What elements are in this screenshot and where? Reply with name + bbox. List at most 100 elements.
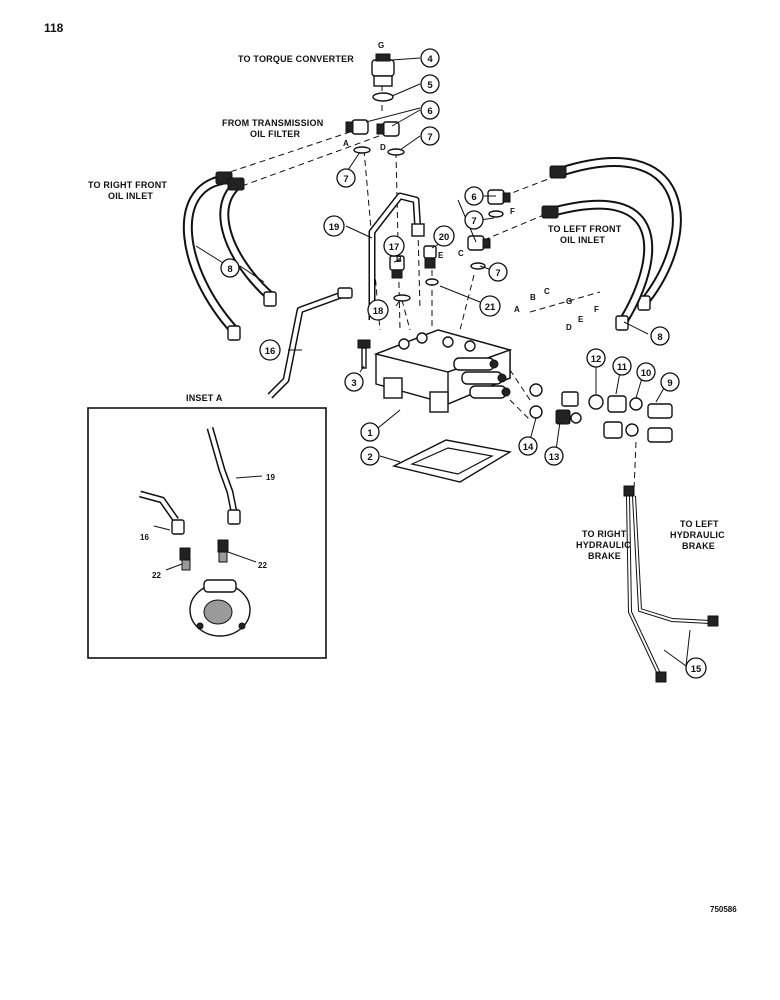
svg-text:7: 7 [427,132,432,143]
callout-15: 15 [685,657,707,679]
callout-21: 21 [479,295,501,317]
svg-text:2: 2 [367,452,372,463]
svg-text:6: 6 [471,192,476,203]
callout-6-right: 6 [464,186,484,206]
brake-fittings [529,383,673,443]
upper-right-hose [549,157,682,311]
svg-text:4: 4 [427,54,433,65]
svg-text:18: 18 [373,306,384,317]
svg-text:D: D [566,323,572,332]
callout-4: 4 [420,48,440,68]
label-to-right-front: TO RIGHT FRONT [88,180,167,190]
label-from-transmission: FROM TRANSMISSION [222,118,323,128]
callout-9: 9 [660,372,680,392]
callout-17: 17 [383,235,405,257]
svg-text:7: 7 [471,216,476,227]
callout-10: 10 [636,362,656,382]
svg-text:17: 17 [389,242,400,253]
svg-text:C: C [544,287,550,296]
svg-text:13: 13 [549,452,560,463]
port-letter-f: F [510,207,515,216]
svg-text:A: A [514,305,520,314]
left-front-hose [541,199,654,331]
label-brake-right: BRAKE [588,551,621,561]
svg-text:7: 7 [343,174,348,185]
right-front-hose [182,171,241,341]
inset-a: INSET A 19 16 22 22 [87,393,327,659]
torque-converter-elbow [371,53,395,87]
port-letter-b: B [396,255,402,264]
inset-label-22-right: 22 [258,561,267,570]
svg-text:G: G [566,297,572,306]
label-to-left-front: TO LEFT FRONT [548,224,622,234]
tube-16 [267,287,353,399]
label-to-right: TO RIGHT [582,529,627,539]
inset-label-19: 19 [266,473,275,482]
callout-20: 20 [433,225,455,247]
inset-label-16: 16 [140,533,149,542]
fittings-17-20 [389,245,439,302]
second-left-hose [219,177,277,307]
right-elbows [467,189,511,270]
svg-text:12: 12 [591,354,602,365]
label-to-torque-converter: TO TORQUE CONVERTER [238,54,354,64]
svg-text:5: 5 [427,80,433,91]
callout-2: 2 [360,446,380,466]
port-letter-a: A [343,139,349,148]
label-oil-filter: OIL FILTER [250,129,300,139]
port-letter-g: G [378,41,384,50]
port-letter-c: C [458,249,464,258]
page-number: 118 [44,21,64,35]
tube-19 [368,192,425,320]
callout-7-top-left: 7 [336,168,356,188]
callout-6-top: 6 [420,100,440,120]
svg-text:6: 6 [427,106,432,117]
label-to-left: TO LEFT [680,519,719,529]
svg-text:9: 9 [667,378,672,389]
callout-16: 16 [259,339,281,361]
callout-18: 18 [367,299,389,321]
callout-7-top-right: 7 [420,126,440,146]
callout-1: 1 [360,422,380,442]
drawing-number: 750586 [710,905,737,914]
callout-14: 14 [518,436,538,456]
gasket [391,439,512,483]
svg-text:3: 3 [351,378,356,389]
callout-7-right-upper: 7 [464,210,484,230]
svg-text:E: E [578,315,584,324]
mounting-bolt [357,339,371,369]
svg-text:20: 20 [439,232,450,243]
valve-body [373,329,513,413]
label-brake-left: BRAKE [682,541,715,551]
callout-11: 11 [612,356,632,376]
callout-12: 12 [586,348,606,368]
label-hydraulic-right: HYDRAULIC [576,540,631,550]
filter-elbows [345,119,405,156]
svg-text:B: B [530,293,536,302]
label-hydraulic-left: HYDRAULIC [670,530,725,540]
svg-text:21: 21 [485,302,496,313]
callout-13: 13 [544,446,564,466]
callout-5: 5 [420,74,440,94]
port-letter-d: D [380,143,386,152]
callout-3: 3 [344,372,364,392]
svg-text:16: 16 [265,346,276,357]
label-oil-inlet-left: OIL INLET [560,235,605,245]
callout-8-left: 8 [220,258,240,278]
svg-text:7: 7 [495,268,500,279]
svg-text:8: 8 [227,264,232,275]
svg-text:14: 14 [523,442,534,453]
inset-label-22-left: 22 [152,571,161,580]
callout-19: 19 [323,215,345,237]
svg-text:10: 10 [641,368,652,379]
svg-text:11: 11 [617,362,628,373]
svg-text:1: 1 [367,428,373,439]
brake-tubes [623,485,719,683]
inset-title: INSET A [186,393,223,403]
o-ring-5 [372,92,394,102]
label-oil-inlet-right: OIL INLET [108,191,153,201]
callout-8-right: 8 [650,326,670,346]
svg-text:15: 15 [691,664,702,675]
svg-text:8: 8 [657,332,662,343]
